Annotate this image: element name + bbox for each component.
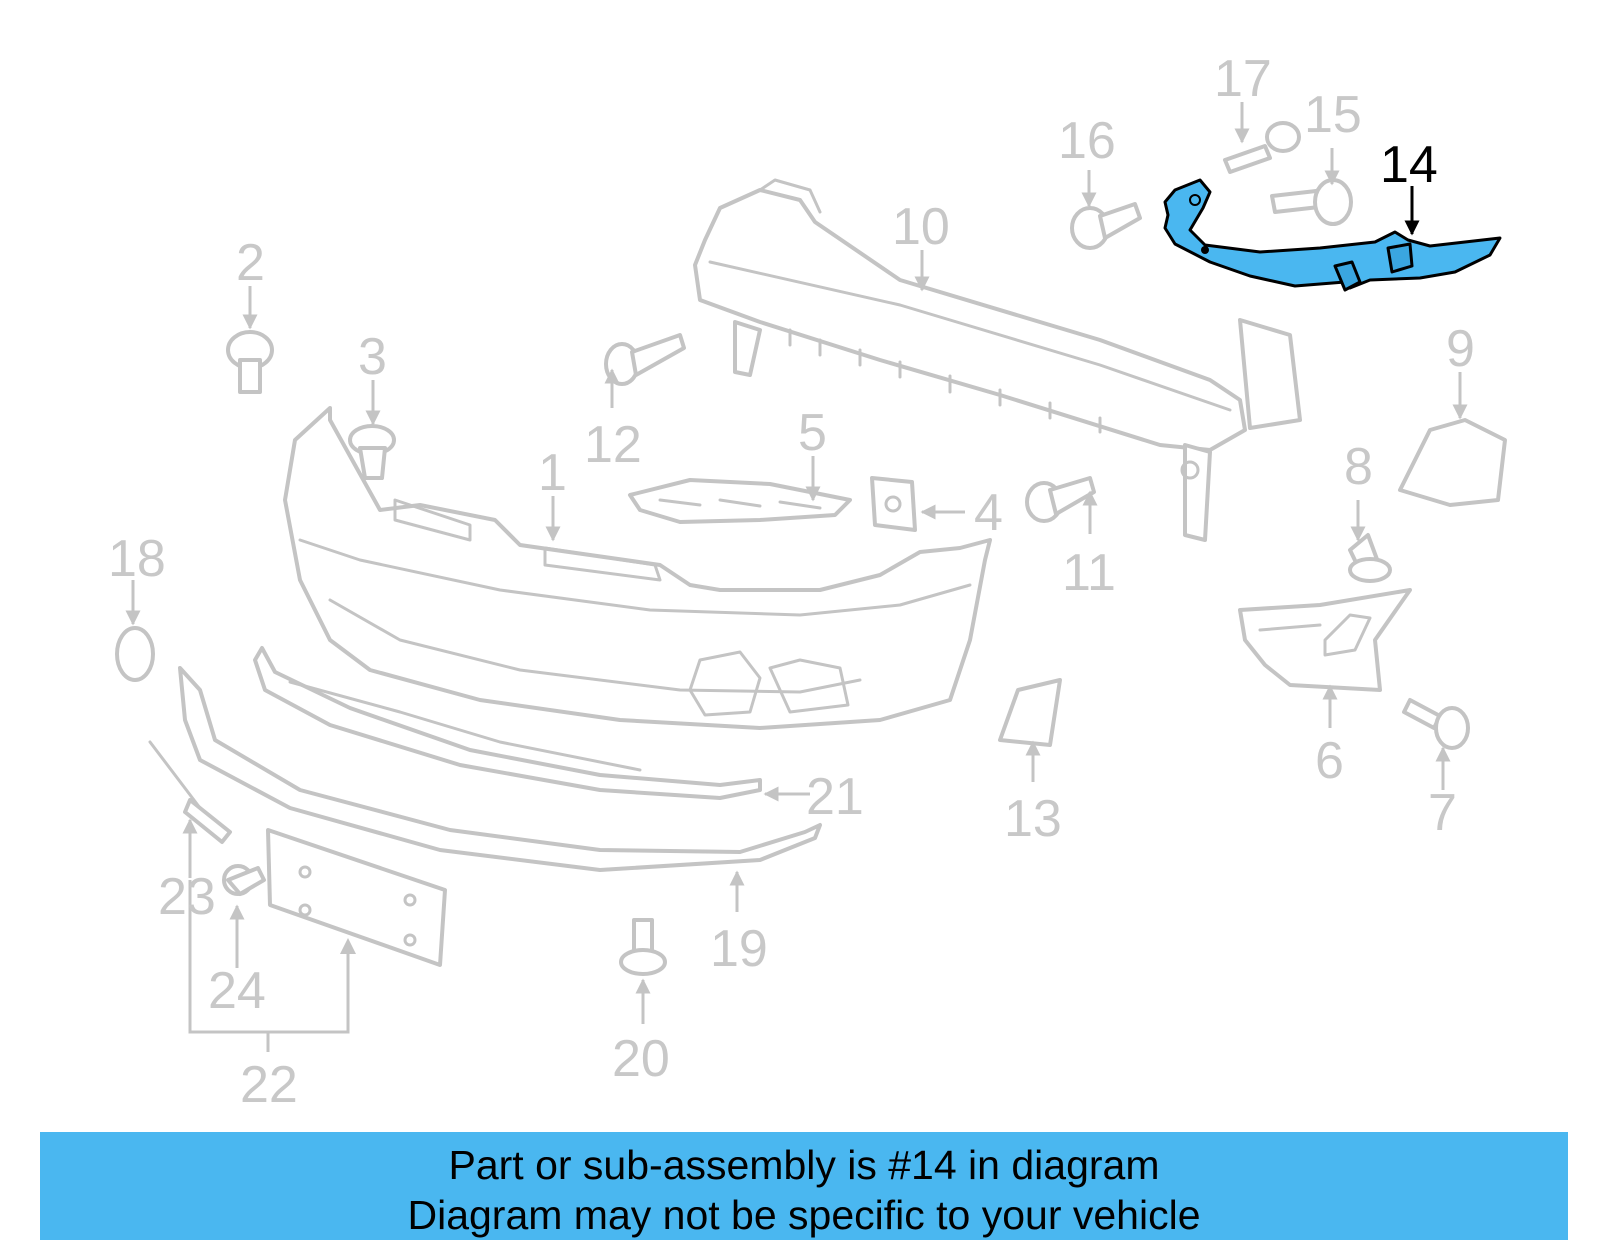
callout-10: 10: [892, 198, 950, 256]
callout-numbers: 1 2 3 4 5 6 7 8 9 10 11 12 13 14 15 16 1…: [108, 50, 1475, 1114]
part-24-rivet: [222, 864, 266, 896]
part-17-bolt: [1223, 121, 1301, 174]
callout-3: 3: [358, 328, 387, 386]
callout-1: 1: [538, 444, 567, 502]
callout-19: 19: [710, 920, 768, 978]
part-23-screw: [148, 740, 232, 844]
callout-20: 20: [612, 1030, 670, 1088]
callout-2: 2: [236, 234, 265, 292]
part-5-guide: [628, 478, 852, 524]
part-12-screw: [604, 333, 686, 386]
part-21-lower-strip: [253, 646, 762, 800]
part-10-reinforcement-beam: [693, 178, 1302, 542]
leader-lines: [125, 102, 1468, 1052]
callout-13: 13: [1004, 790, 1062, 848]
callout-8: 8: [1344, 438, 1373, 496]
part-8-clip: [1348, 533, 1392, 583]
callout-9: 9: [1446, 320, 1475, 378]
callout-11: 11: [1062, 544, 1116, 602]
callout-24: 24: [208, 962, 266, 1020]
part-19-lower-spoiler: [178, 666, 822, 872]
callout-6: 6: [1315, 732, 1344, 790]
part-18-plug: [115, 626, 155, 682]
part-3-clip: [348, 424, 396, 480]
callout-12: 12: [584, 416, 642, 474]
callout-5: 5: [798, 404, 827, 462]
part-7-bolt: [1402, 698, 1470, 750]
info-banner: Part or sub-assembly is #14 in diagram D…: [40, 1132, 1568, 1240]
callout-23: 23: [158, 868, 216, 926]
part-15-bolt: [1270, 178, 1353, 226]
part-4-nut: [870, 476, 917, 532]
part-11-bolt: [1025, 476, 1096, 523]
part-13-bracket: [998, 678, 1062, 747]
callout-18: 18: [108, 530, 166, 588]
callout-7: 7: [1428, 784, 1457, 842]
part-22-plate-bracket: [266, 828, 447, 967]
callout-4: 4: [974, 484, 1003, 542]
part-16-bolt: [1070, 202, 1142, 250]
part-6-side-bracket: [1238, 588, 1412, 692]
callout-17: 17: [1214, 50, 1272, 108]
banner-line-2: Diagram may not be specific to your vehi…: [407, 1192, 1201, 1238]
callout-14: 14: [1380, 136, 1438, 194]
callout-22: 22: [240, 1056, 298, 1114]
parts-diagram: 1 2 3 4 5 6 7 8 9 10 11 12 13 14 15 16 1…: [108, 50, 1507, 1114]
callout-15: 15: [1304, 86, 1362, 144]
callout-21: 21: [806, 768, 864, 826]
part-9-cap: [1398, 418, 1507, 507]
banner-line-1: Part or sub-assembly is #14 in diagram: [448, 1142, 1160, 1188]
part-1-bumper-cover: [283, 406, 992, 730]
part-14-bracket-highlighted: [1163, 178, 1502, 292]
callout-16: 16: [1058, 112, 1116, 170]
part-20-bolt: [619, 918, 667, 976]
part-2-bolt: [226, 330, 274, 394]
